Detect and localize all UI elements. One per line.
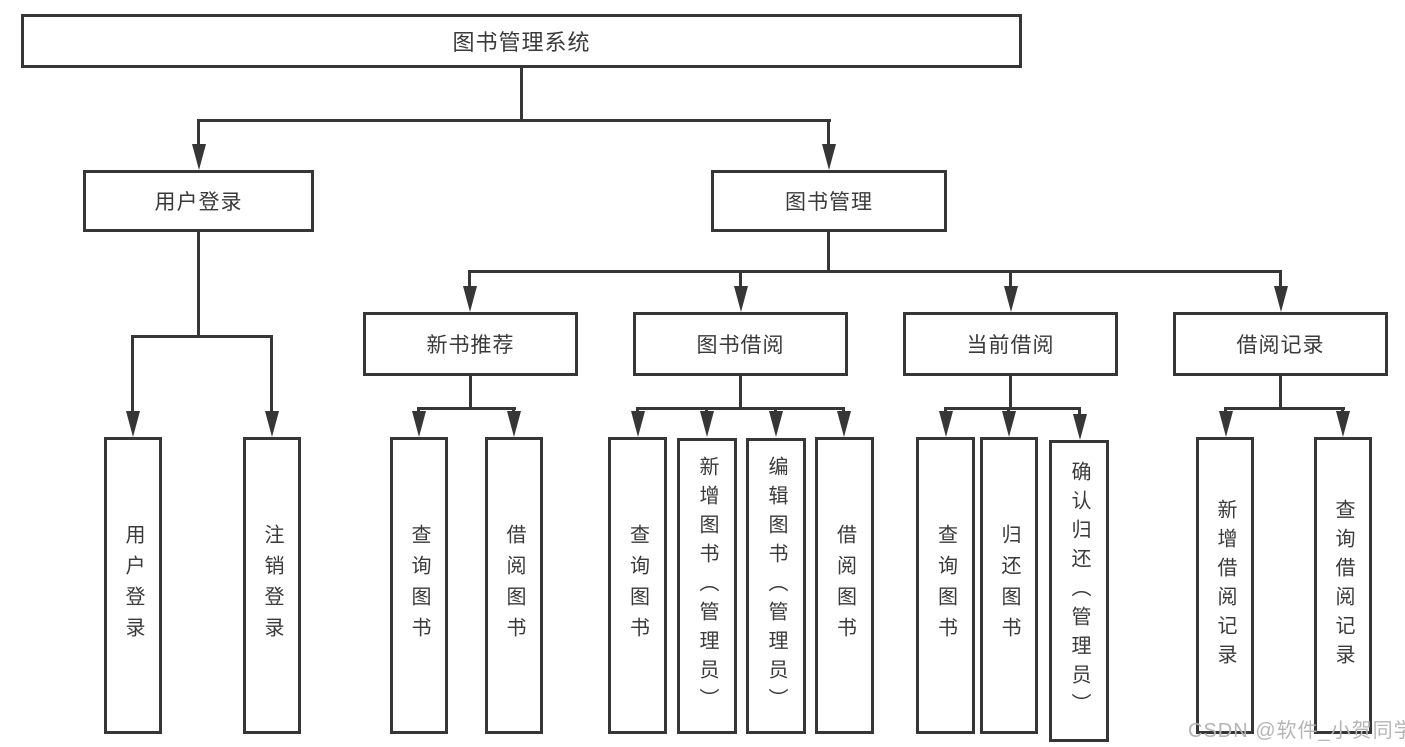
leaf-user-login-label: 用户登录 [122,523,144,648]
node-root: 图书管理系统 [21,14,1022,68]
arrow-down-icon [631,411,645,437]
node-root-label: 图书管理系统 [452,30,591,55]
edge-currentborrow-down [1009,376,1012,410]
arrow-down-icon [734,286,748,312]
edge-userlogin-rail [131,335,273,338]
edge-userlogin-down [197,232,200,338]
edge-root-rail [197,119,831,122]
leaf-user-login: 用户登录 [104,437,162,734]
leaf-borrow-add-admin-label: 新增图书（管理员） [696,455,718,717]
node-current-borrow-label: 当前借阅 [966,334,1055,357]
leaf-current-return: 归还图书 [980,437,1038,734]
leaf-borrow-edit-admin-label: 编辑图书（管理员） [765,455,787,717]
node-book-management-label: 图书管理 [785,191,873,214]
arrow-down-icon [507,411,521,437]
edge-user-login-stem [197,119,200,148]
leaf-newbook-borrow: 借阅图书 [485,437,543,734]
edge-l3-stem [468,270,471,288]
arrow-down-icon [822,144,836,170]
edge-newbook-down [469,376,472,410]
leaf-confirm-return-admin: 确认归还（管理员） [1049,440,1109,742]
arrow-down-icon [265,411,279,437]
arrow-down-icon [192,144,206,170]
leaf-logout: 注销登录 [243,437,301,734]
leaf-record-add: 新增借阅记录 [1196,437,1254,734]
leaf-record-add-label: 新增借阅记录 [1214,498,1236,673]
csdn-watermark: CSDN @软件_小贺同学 [1188,720,1405,742]
edge-leaf-stem [1078,407,1081,416]
leaf-borrow-add-admin: 新增图书（管理员） [677,438,737,734]
edge-records-down [1279,376,1282,410]
leaf-logout-label: 注销登录 [261,523,283,648]
node-borrow-records-label: 借阅记录 [1236,334,1325,357]
node-new-book-recommend: 新书推荐 [363,312,578,376]
arrow-down-icon [1073,414,1087,440]
node-current-borrow: 当前借阅 [903,312,1118,376]
leaf-borrow-edit-admin: 编辑图书（管理员） [746,438,806,734]
leaf-confirm-return-admin-label: 确认归还（管理员） [1068,460,1090,722]
leaf-newbook-borrow-label: 借阅图书 [503,523,525,648]
leaf-borrow-book-label: 借阅图书 [833,523,856,648]
edge-bookborrow-rail [636,407,845,410]
edge-bookmgmt-down [827,232,830,273]
edge-l3-stem [1279,270,1282,288]
arrow-down-icon [939,411,953,437]
arrow-down-icon [769,411,783,437]
edge-book-mgmt-stem [827,119,830,148]
leaf-record-query: 查询借阅记录 [1314,437,1372,734]
arrow-down-icon [412,411,426,437]
arrow-down-icon [1002,411,1016,437]
leaf-newbook-query-label: 查询图书 [408,523,430,648]
arrow-down-icon [126,411,140,437]
leaf-current-query-label: 查询图书 [934,523,957,648]
leaf-borrow-query-label: 查询图书 [626,523,649,648]
node-borrow-records: 借阅记录 [1173,312,1388,376]
arrow-down-icon [1004,286,1018,312]
leaf-current-query: 查询图书 [916,437,975,734]
leaf-borrow-query: 查询图书 [608,437,667,734]
edge-newbook-rail [417,407,516,410]
edge-leaf-stem [270,335,273,415]
edge-root-stem [520,68,523,121]
arrow-down-icon [463,286,477,312]
edge-leaf-stem [131,335,134,415]
arrow-down-icon [700,411,714,437]
edge-currentborrow-rail [944,407,1081,410]
arrow-down-icon [837,411,851,437]
node-user-login-label: 用户登录 [154,191,243,214]
leaf-newbook-query: 查询图书 [390,437,448,734]
leaf-current-return-label: 归还图书 [998,523,1020,648]
leaf-record-query-label: 查询借阅记录 [1332,498,1354,673]
node-book-management: 图书管理 [711,170,947,232]
edge-records-rail [1224,407,1345,410]
edge-bookmgmt-rail [468,270,1282,273]
leaf-borrow-book: 借阅图书 [815,437,874,734]
arrow-down-icon [1219,411,1233,437]
edge-bookborrow-down [739,376,742,410]
node-book-borrow: 图书借阅 [633,312,848,376]
arrow-down-icon [1274,286,1288,312]
arrow-down-icon [1336,411,1350,437]
node-user-login: 用户登录 [83,170,314,232]
node-new-book-recommend-label: 新书推荐 [426,334,515,357]
node-book-borrow-label: 图书借阅 [696,334,785,357]
edge-l3-stem [739,270,742,288]
edge-l3-stem [1009,270,1012,288]
